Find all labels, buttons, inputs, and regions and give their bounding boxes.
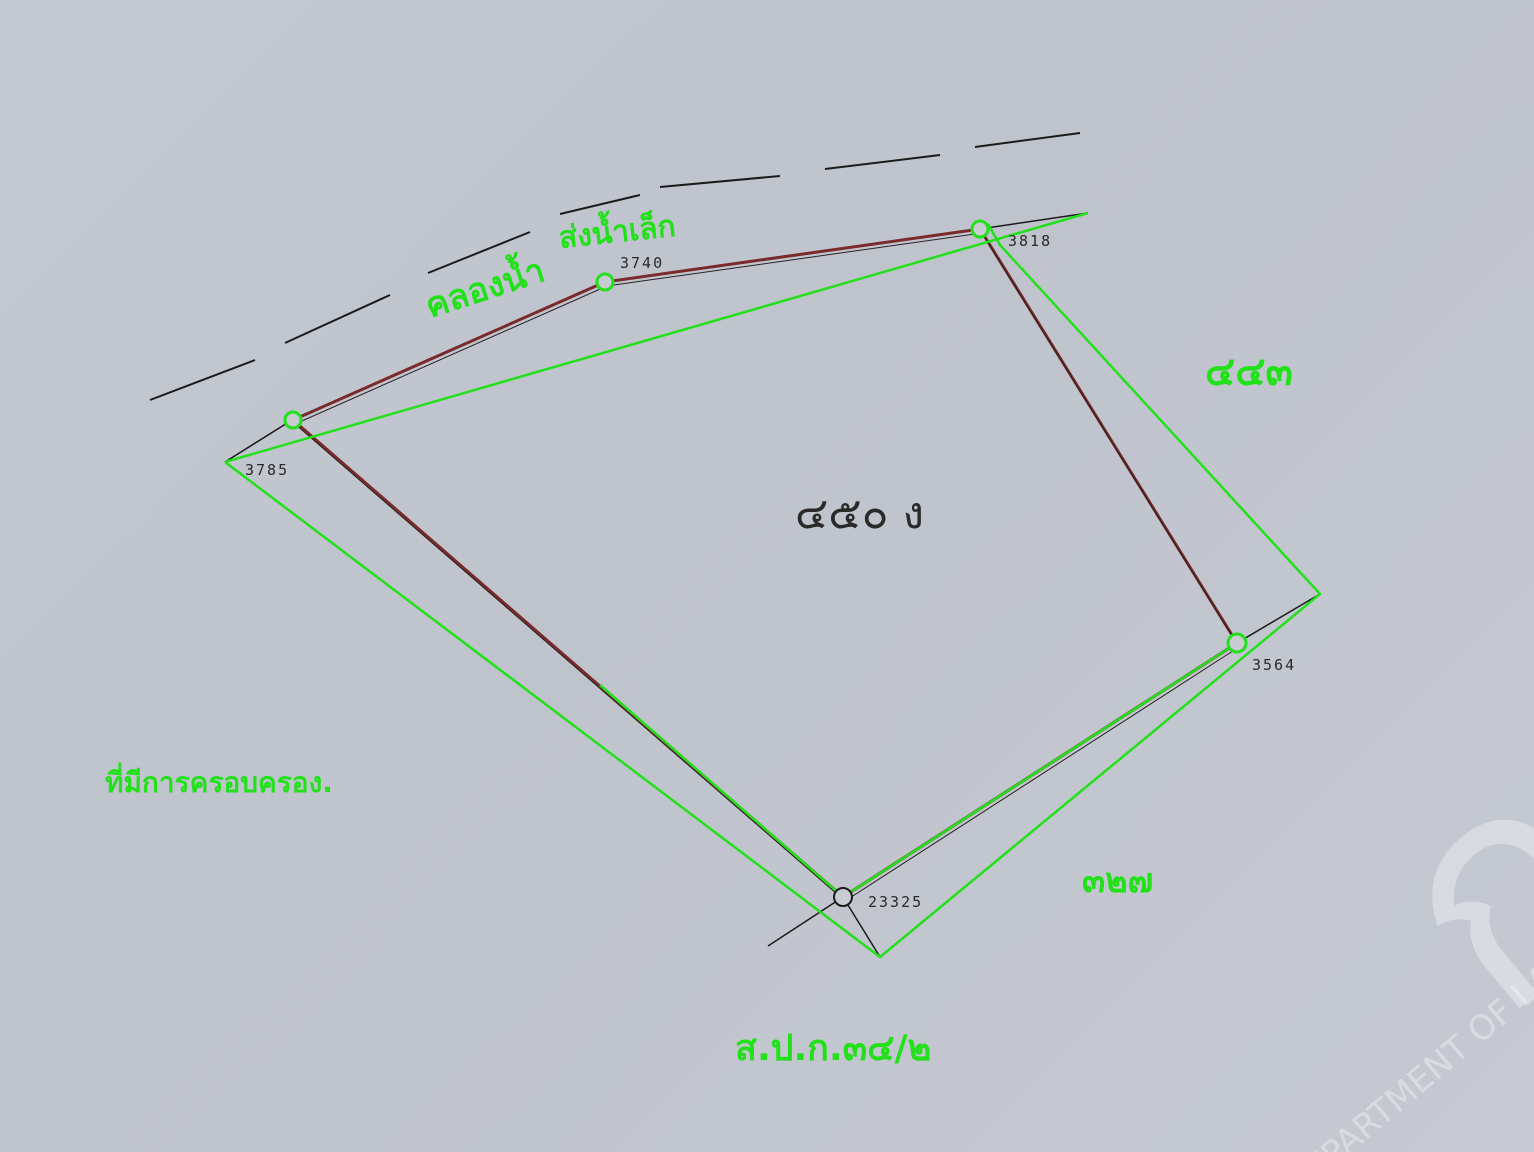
parcel-boundary-shadow (294, 232, 1240, 902)
boundary-markers (283, 219, 1248, 907)
marker-label-m5: 23325 (868, 893, 923, 911)
marker-m1 (595, 272, 615, 292)
remark-label: ที่มีการครอบครอง. (105, 762, 333, 799)
adjacent-southeast-label: ๓๒๗ (1082, 861, 1153, 901)
marker-label-m1: 3740 (620, 254, 664, 272)
marker-label-m2: 3818 (1008, 232, 1052, 250)
overlay-polygon (224, 211, 1322, 959)
road-dashed-line (149, 132, 1081, 401)
marker-m2 (970, 219, 990, 239)
marker-label-m3: 3785 (245, 461, 289, 479)
parcel-boundary (292, 227, 1240, 899)
watermark: กรมที่ดิน DEPARTMENT OF LAND (1277, 57, 1534, 1152)
adjacent-east-label: ๔๔๓ (1205, 349, 1293, 395)
watermark-logo: กรมที่ดิน (1300, 57, 1534, 1080)
marker-label-m4: 3564 (1252, 656, 1296, 674)
parcel-area-label: ๔๕๐ ง (795, 488, 924, 539)
marker-m3 (283, 410, 303, 430)
marker-m5 (833, 887, 853, 907)
extension-lines (224, 212, 1321, 958)
adjacent-south-label: ส.ป.ก.๓๔/๒ (735, 1028, 931, 1069)
marker-m4 (1226, 632, 1248, 654)
